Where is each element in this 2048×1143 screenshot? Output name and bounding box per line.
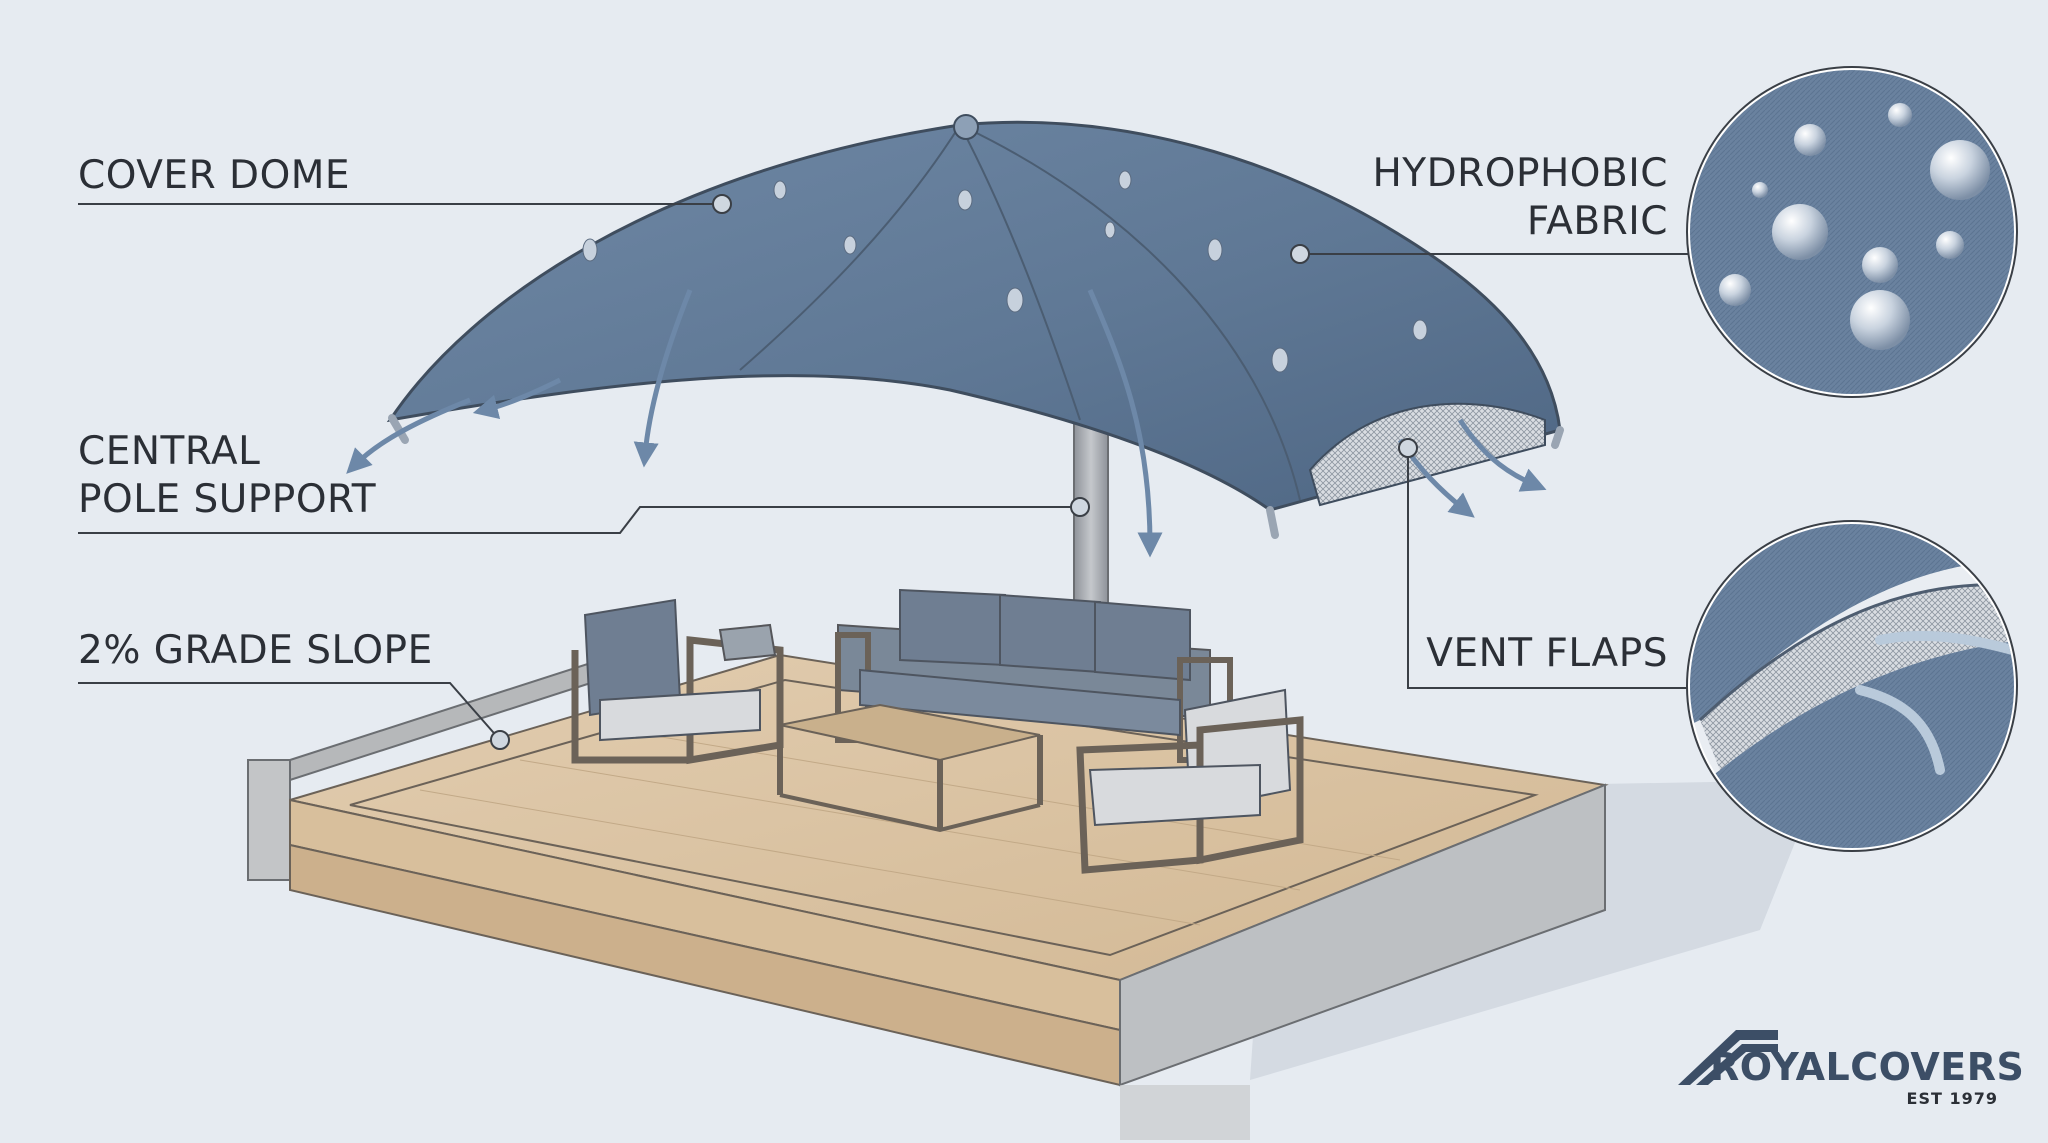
- label-grade-slope: 2% GRADE SLOPE: [78, 627, 433, 675]
- hydrophobic-fabric-magnifier: [1686, 66, 2018, 398]
- label-vent-flaps: VENT FLAPS: [1426, 630, 1668, 678]
- label-cover-dome: COVER DOME: [78, 152, 350, 200]
- label-hydrophobic-line2: FABRIC: [1526, 199, 1668, 244]
- label-vent-flaps-text: VENT FLAPS: [1426, 631, 1668, 676]
- label-hydrophobic-line1: HYDROPHOBIC: [1372, 151, 1668, 196]
- water-droplet-icon: [582, 170, 1428, 373]
- furniture: [571, 588, 1304, 874]
- label-central-pole-line1: CENTRAL: [78, 429, 261, 474]
- leader-lines: [78, 203, 1690, 741]
- cover-dome: [346, 114, 1564, 558]
- brand-name-covers: COVERS: [1850, 1045, 2025, 1089]
- water-droplet-icon: [1719, 103, 1990, 350]
- label-hydrophobic-fabric: HYDROPHOBIC FABRIC: [1372, 150, 1668, 246]
- roof-logo-icon: [1678, 1030, 1778, 1085]
- label-central-pole-support: CENTRAL POLE SUPPORT: [78, 428, 376, 524]
- brand-established: EST 1979: [1906, 1089, 1998, 1108]
- brand-logo: ROYALCOVERS EST 1979: [1680, 1015, 2024, 1108]
- label-cover-dome-text: COVER DOME: [78, 153, 351, 198]
- label-grade-slope-text: 2% GRADE SLOPE: [78, 628, 433, 673]
- flow-arrow-icon: [346, 289, 1547, 558]
- vent-flaps-magnifier: [1686, 520, 2018, 852]
- brand-wordmark: ROYALCOVERS: [1710, 1045, 2024, 1089]
- vent-mesh: [1308, 402, 1546, 507]
- brand-name-royal: ROYAL: [1710, 1045, 1851, 1089]
- leader-dots: [490, 194, 1418, 750]
- label-central-pole-line2: POLE SUPPORT: [78, 477, 377, 522]
